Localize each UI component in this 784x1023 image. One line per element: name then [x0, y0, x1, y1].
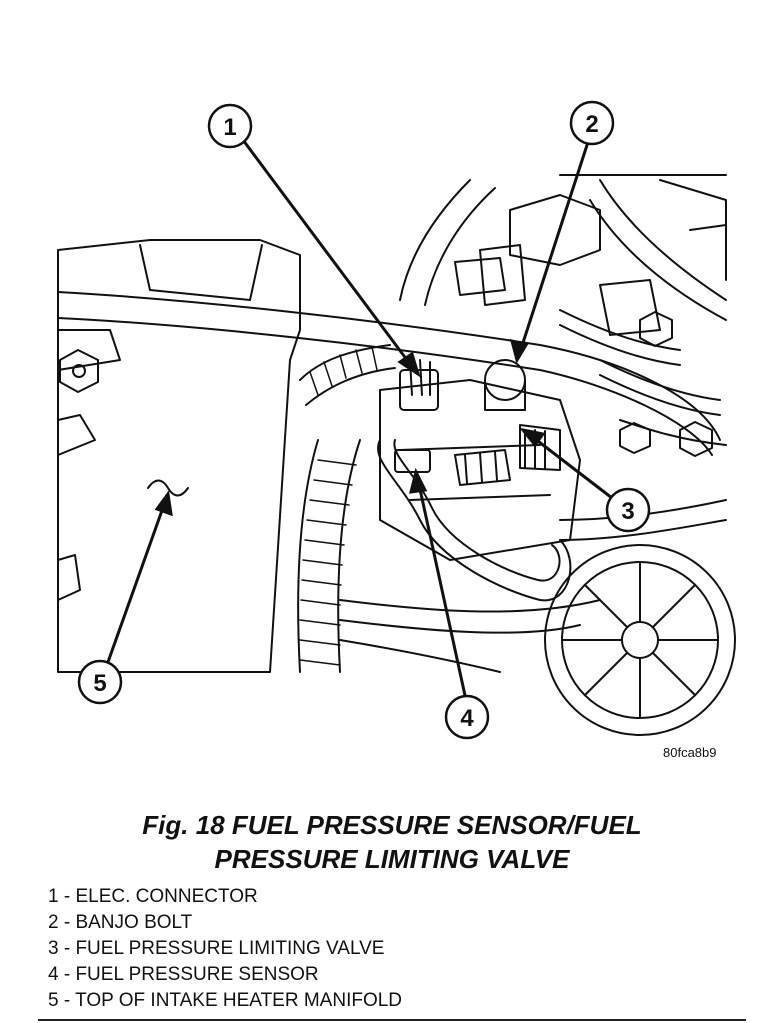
- legend-item-1: 1 - ELEC. CONNECTOR: [48, 886, 258, 907]
- callout-2: [569, 100, 615, 146]
- legend-item-4: 4 - FUEL PRESSURE SENSOR: [48, 964, 319, 985]
- callout-label-2: 2: [585, 111, 598, 138]
- callout-5: [77, 659, 123, 705]
- callout-label-3: 3: [621, 498, 634, 525]
- figure-id-label: 80fca8b9: [663, 745, 717, 760]
- engine-line-drawing: 1 2 3 4 5: [57, 100, 736, 740]
- callout-legend: 1 - ELEC. CONNECTOR 2 - BANJO BOLT 3 - F…: [48, 884, 402, 1014]
- wiring-conduit: [297, 439, 319, 673]
- callout-1: [207, 103, 253, 149]
- bottom-divider: [38, 1019, 746, 1021]
- callout-3: [605, 487, 651, 533]
- callout-label-1: 1: [223, 114, 236, 141]
- intake-manifold-outline: [57, 239, 301, 673]
- callout-label-4: 4: [460, 705, 474, 732]
- hex-nut: [59, 349, 99, 393]
- engine-illustration: 1 2 3 4 5: [57, 100, 736, 740]
- callout-4: [444, 694, 490, 740]
- callout-label-5: 5: [93, 670, 106, 697]
- caption-line-1: Fig. 18 FUEL PRESSURE SENSOR/FUEL: [142, 810, 642, 840]
- figure-caption: Fig. 18 FUEL PRESSURE SENSOR/FUEL PRESSU…: [0, 808, 784, 876]
- pulley: [544, 544, 736, 736]
- legend-item-3: 3 - FUEL PRESSURE LIMITING VALVE: [48, 938, 385, 959]
- pressure-limiting-valve: [519, 424, 561, 471]
- fuel-line: [377, 439, 572, 602]
- fuel-return-tube: [57, 291, 721, 441]
- fuel-pressure-sensor: [454, 449, 511, 486]
- elec-connector: [399, 369, 439, 411]
- legend-item-2: 2 - BANJO BOLT: [48, 912, 193, 933]
- banjo-bolt: [484, 359, 526, 401]
- legend-item-5: 5 - TOP OF INTAKE HEATER MANIFOLD: [48, 990, 403, 1011]
- caption-line-2: PRESSURE LIMITING VALVE: [214, 844, 570, 874]
